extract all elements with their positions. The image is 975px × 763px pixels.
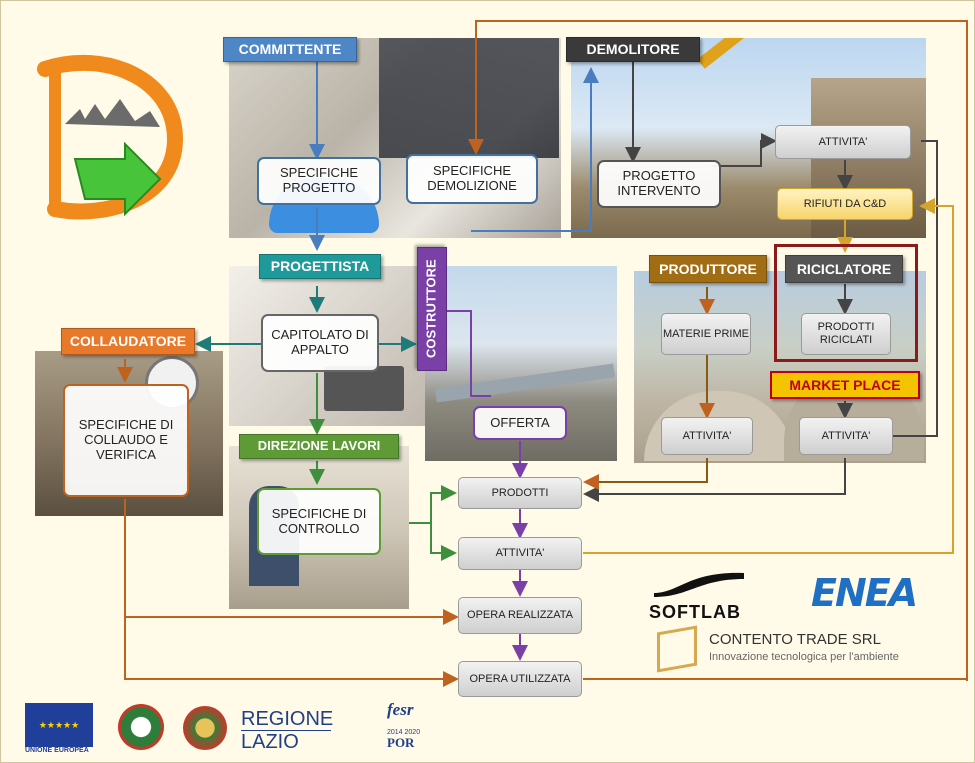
contento-logo: CONTENTO TRADE SRL Innovazione tecnologi… [657, 625, 927, 673]
node-rifiuti: RIFIUTI DA C&D [777, 188, 913, 220]
node-specifiche-progetto: SPECIFICHE PROGETTO [257, 157, 381, 205]
node-materie-prime: MATERIE PRIME [661, 313, 751, 355]
softlab-swoosh-icon [654, 572, 744, 597]
node-opera-utilizzata: OPERA UTILIZZATA [458, 661, 582, 697]
node-prodotti: PRODOTTI [458, 477, 582, 509]
role-demolitore: DEMOLITORE [566, 37, 700, 62]
role-riciclatore: RICICLATORE [785, 255, 903, 283]
node-opera-realizzata: OPERA REALIZZATA [458, 597, 582, 634]
contento-name: CONTENTO TRADE SRL [709, 631, 881, 648]
role-progettista: PROGETTISTA [259, 254, 381, 279]
lazio-emblem-icon [183, 706, 227, 750]
softlab-logo: SOFTLAB [649, 569, 749, 622]
regione-line2: LAZIO [241, 731, 299, 753]
contento-tagline: Innovazione tecnologica per l'ambiente [709, 651, 899, 663]
por-years: 2014 2020 [387, 729, 421, 736]
node-prodotti-riciclati: PRODOTTI RICICLATI [801, 313, 891, 355]
enea-logo: ENEA [811, 571, 918, 615]
role-market-place: MARKET PLACE [770, 371, 920, 399]
node-progetto-intervento: PROGETTO INTERVENTO [597, 160, 721, 208]
ue-label: UNIONE EUROPEA [25, 747, 89, 754]
regione-line1: REGIONE [241, 708, 334, 731]
node-specifiche-controllo: SPECIFICHE DI CONTROLLO [257, 488, 381, 555]
project-logo [37, 54, 184, 220]
node-specifiche-collaudo: SPECIFICHE DI COLLAUDO E VERIFICA [63, 384, 189, 497]
contento-cube-icon [657, 625, 697, 673]
role-costruttore: COSTRUTTORE [417, 247, 447, 371]
riciclatore-frame [774, 244, 918, 362]
role-committente: COMMITTENTE [223, 37, 357, 62]
node-attivita-centrale: ATTIVITA' [458, 537, 582, 570]
por-text: POR [387, 735, 415, 750]
role-direzione-lavori: DIREZIONE LAVORI [239, 434, 399, 459]
node-capitolato: CAPITOLATO DI APPALTO [261, 314, 379, 372]
role-produttore: PRODUTTORE [649, 255, 767, 283]
keyboard-shape [324, 366, 404, 411]
italy-emblem-icon [118, 704, 164, 750]
regione-lazio-logo: REGIONE LAZIO [241, 708, 351, 754]
role-collaudatore: COLLAUDATORE [61, 328, 195, 355]
eu-flag-icon: ★★★★★ [25, 703, 93, 747]
node-attivita-riciclatore: ATTIVITA' [799, 417, 893, 455]
node-offerta: OFFERTA [473, 406, 567, 440]
por-fesr-logo: fesr 2014 2020 POR [387, 701, 445, 759]
ue-logo: ★★★★★ UNIONE EUROPEA [25, 703, 95, 759]
node-attivita-produttore: ATTIVITA' [661, 417, 753, 455]
node-specifiche-demolizione: SPECIFICHE DEMOLIZIONE [406, 154, 538, 204]
node-attivita-demolitore: ATTIVITA' [775, 125, 911, 159]
suit-shape [379, 38, 559, 158]
softlab-text: SOFTLAB [649, 602, 741, 622]
fesr-text: fesr [387, 700, 414, 719]
